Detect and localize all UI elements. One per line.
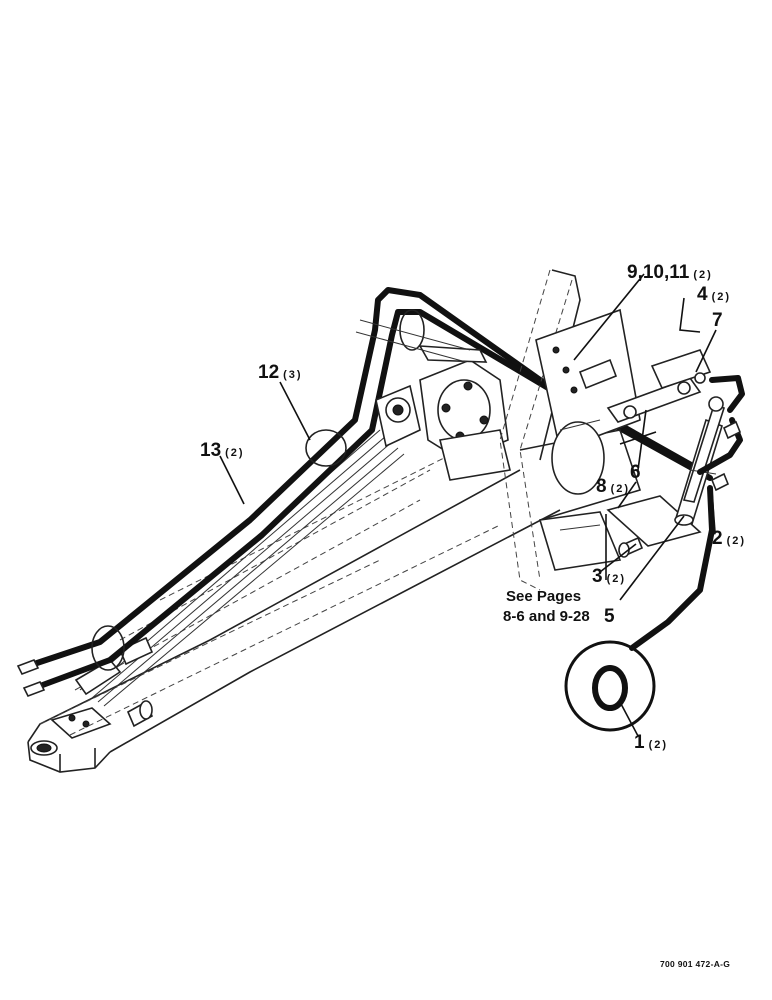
callout-13: 13 (2) bbox=[200, 440, 245, 461]
callout-number: 9,10,11 bbox=[627, 262, 690, 283]
callout-8: 8 (2) bbox=[596, 476, 630, 497]
callout-qty: (2) bbox=[727, 535, 746, 547]
callout-number: 13 bbox=[200, 440, 221, 461]
callout-3: 3 (2) bbox=[592, 566, 626, 587]
callout-number: 4 bbox=[697, 284, 708, 305]
callout-number: 5 bbox=[604, 606, 615, 627]
svg-text:12(3): 12 (3) bbox=[258, 362, 303, 383]
svg-text:2(2): 2 (2) bbox=[712, 528, 746, 549]
callout-number: 3 bbox=[592, 566, 603, 587]
callout-1: 1 (2) bbox=[634, 732, 668, 753]
figure-id: 700 901 472-A-G bbox=[660, 959, 730, 969]
svg-text:13(2): 13 (2) bbox=[200, 440, 245, 461]
hose-pair-13 bbox=[31, 287, 713, 689]
callout-number: 8 bbox=[596, 476, 607, 497]
svg-text:5: 5 bbox=[604, 606, 615, 627]
callout-number: 1 bbox=[634, 732, 645, 753]
svg-text:1(2): 1 (2) bbox=[634, 732, 668, 753]
callout-7: 7 bbox=[712, 310, 723, 331]
link-and-pins bbox=[578, 349, 712, 423]
note-line-1: See Pages bbox=[506, 588, 581, 605]
callout-qty: (3) bbox=[283, 369, 302, 381]
callout-6: 6 bbox=[630, 462, 641, 483]
callout-qty: (2) bbox=[607, 573, 626, 585]
callout-qty: (2) bbox=[225, 447, 244, 459]
callout-number: 12 bbox=[258, 362, 279, 383]
callout-qty: (2) bbox=[693, 269, 712, 281]
callout-qty: (2) bbox=[611, 483, 630, 495]
hose-end-fittings bbox=[16, 658, 46, 698]
svg-text:9,10,11(2): 9,10,11(2) bbox=[627, 262, 713, 283]
mounting-frame bbox=[499, 269, 702, 591]
callout-12: 12 (3) bbox=[258, 362, 303, 383]
cylinder-hoses bbox=[629, 375, 745, 651]
svg-text:8(2): 8 (2) bbox=[596, 476, 630, 497]
hose-clamps-12 bbox=[91, 309, 425, 671]
callout-qty: (2) bbox=[712, 291, 731, 303]
callout-qty: (2) bbox=[649, 739, 668, 751]
note-line-2: 8-6 and 9-28 bbox=[503, 608, 590, 625]
svg-text:3(2): 3 (2) bbox=[592, 566, 626, 587]
svg-text:6: 6 bbox=[630, 462, 641, 483]
svg-text:7: 7 bbox=[712, 310, 723, 331]
leader-lines bbox=[219, 273, 717, 737]
callout-5: 5 bbox=[604, 606, 615, 627]
o-ring bbox=[564, 640, 656, 732]
callout-number: 7 bbox=[712, 310, 723, 331]
gearbox-assembly bbox=[355, 319, 511, 481]
see-pages-note: See Pages 8-6 and 9-28 bbox=[503, 588, 590, 625]
callout-4: 4 (2) bbox=[697, 284, 731, 305]
callout-9-10-11: 9,10,11(2) bbox=[627, 262, 713, 283]
callout-number: 2 bbox=[712, 528, 723, 549]
callout-number: 6 bbox=[630, 462, 641, 483]
callout-2: 2 (2) bbox=[712, 528, 746, 549]
svg-text:4(2): 4 (2) bbox=[697, 284, 731, 305]
